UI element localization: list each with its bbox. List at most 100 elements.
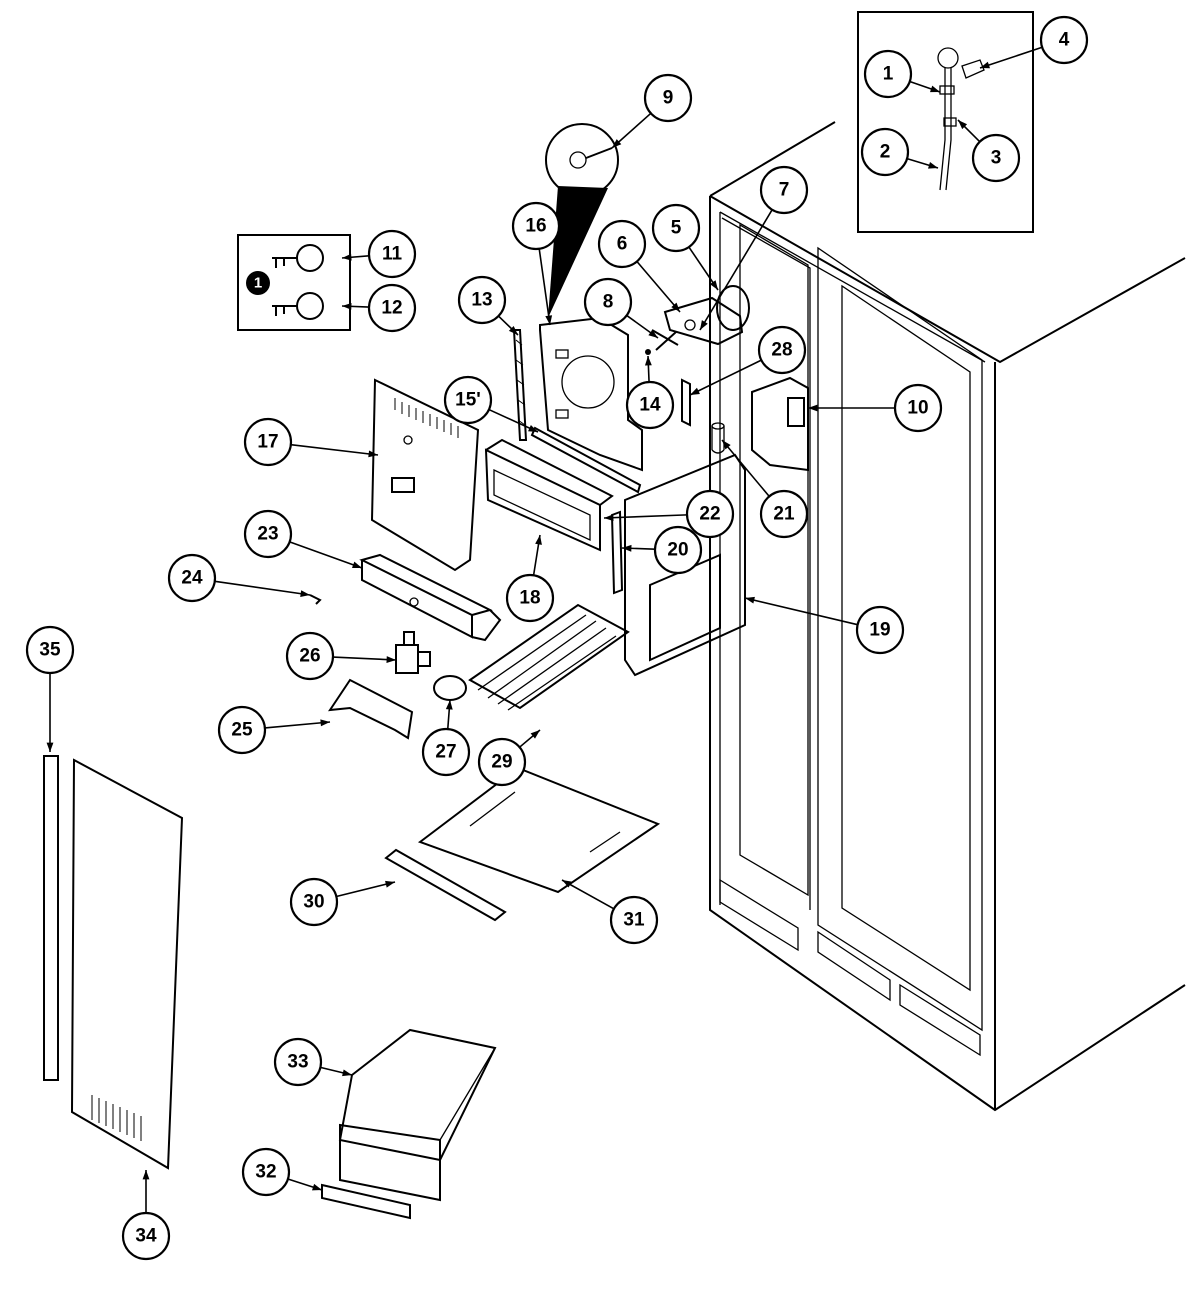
callout-32: 32 — [241, 1147, 291, 1197]
leader-arrowhead-2 — [928, 162, 938, 169]
callout-label: 5 — [671, 218, 682, 239]
part-34-back-panel — [70, 758, 184, 1170]
part-18-frame — [484, 438, 614, 552]
leader-line-23 — [289, 541, 363, 569]
callout-label: 31 — [623, 910, 645, 931]
callout-circle — [625, 380, 675, 430]
part-24-screw — [309, 594, 322, 605]
callout-label: 19 — [869, 620, 890, 641]
leader-arrowhead-21 — [722, 440, 731, 450]
leader-line-7 — [699, 209, 773, 331]
leader-arrowhead-24 — [300, 590, 310, 598]
callout-16: 16 — [511, 201, 561, 251]
callout-35: 35 — [25, 625, 75, 675]
callout-1: 1 — [863, 49, 913, 99]
part-30-trim — [384, 848, 507, 922]
callout-label: 32 — [255, 1162, 276, 1183]
callout-label: 2 — [880, 142, 891, 163]
leader-arrowhead-28 — [690, 387, 700, 395]
callout-circle — [167, 553, 217, 603]
callout-circle — [583, 277, 633, 327]
callout-circle — [609, 895, 659, 945]
part-16-evaporator-cover — [539, 316, 643, 472]
leader-line-21 — [721, 439, 770, 497]
callout-11: 11 — [367, 229, 417, 279]
callout-circle — [597, 219, 647, 269]
callout-circle — [971, 133, 1021, 183]
leader-line-16 — [538, 248, 551, 326]
part-32-trim — [321, 1183, 411, 1220]
callout-label: 10 — [907, 398, 928, 419]
callout-circle — [421, 727, 471, 777]
leader-line-6 — [636, 260, 681, 313]
leader-arrowhead-23 — [352, 561, 362, 569]
callout-circle — [855, 605, 905, 655]
callout-14: 14 — [625, 380, 675, 430]
callout-label: 33 — [287, 1052, 308, 1073]
part-9-magnifier — [545, 123, 619, 318]
callout-label: 16 — [525, 216, 546, 237]
callout-label: 24 — [181, 568, 203, 589]
callout-label: 8 — [603, 292, 614, 313]
callout-circle — [217, 705, 267, 755]
part-27-bulb — [433, 675, 467, 701]
callout-6: 6 — [597, 219, 647, 269]
part-29-wire-shelf — [468, 603, 630, 711]
callout-26: 26 — [285, 631, 335, 681]
callout-20: 20 — [653, 525, 703, 575]
part-15-rod — [530, 426, 642, 494]
callout-label: 9 — [663, 88, 674, 109]
leader-arrowhead-6 — [671, 302, 680, 312]
leader-arrowhead-26 — [386, 656, 396, 663]
callout-31: 31 — [609, 895, 659, 945]
callout-29: 29 — [477, 737, 527, 787]
callout-label: 22 — [699, 504, 720, 525]
callout-label: 20 — [667, 540, 688, 561]
callout-label: 25 — [231, 720, 253, 741]
callout-circle — [243, 417, 293, 467]
leader-arrowhead-1 — [930, 85, 940, 93]
leader-arrowhead-14 — [644, 356, 652, 366]
callout-label: 15' — [455, 390, 481, 411]
callout-label: 6 — [617, 234, 628, 255]
leader-arrowhead-13 — [508, 325, 518, 335]
callout-label: 11 — [382, 244, 403, 265]
callout-circle — [863, 49, 913, 99]
callout-4: 4 — [1039, 15, 1089, 65]
callout-circle — [457, 275, 507, 325]
inset-box — [857, 11, 1034, 233]
callout-circle — [757, 325, 807, 375]
leader-arrowhead-29 — [530, 730, 540, 739]
leader-arrowhead-33 — [342, 1069, 352, 1077]
callout-circle — [121, 1211, 171, 1261]
callout-34: 34 — [121, 1211, 171, 1261]
callout-label: 1 — [883, 64, 894, 85]
leader-line-28 — [689, 359, 762, 396]
callout-label: 29 — [491, 752, 512, 773]
part-28-bracket — [681, 378, 691, 427]
callout-circle — [367, 283, 417, 333]
callout-circle — [25, 625, 75, 675]
callout-19: 19 — [855, 605, 905, 655]
leader-arrowhead-22 — [604, 514, 614, 522]
leader-line-30 — [336, 881, 396, 898]
callout-circle — [505, 573, 555, 623]
leader-line-26 — [332, 656, 397, 661]
leader-arrowhead-11 — [342, 253, 352, 261]
callout-label: 14 — [639, 395, 661, 416]
callout-30: 30 — [289, 877, 339, 927]
callout-21: 21 — [759, 489, 809, 539]
callout-label: 13 — [471, 290, 492, 311]
leader-arrowhead-35 — [46, 742, 54, 752]
callout-25: 25 — [217, 705, 267, 755]
callout-5: 5 — [651, 203, 701, 253]
leader-arrowhead-30 — [385, 880, 395, 888]
callout-circle — [285, 631, 335, 681]
callout-circle — [289, 877, 339, 927]
callout-label: 18 — [519, 588, 540, 609]
callout-label: 17 — [257, 432, 278, 453]
callout-label: 34 — [135, 1226, 157, 1247]
part-20-strip — [610, 510, 624, 595]
